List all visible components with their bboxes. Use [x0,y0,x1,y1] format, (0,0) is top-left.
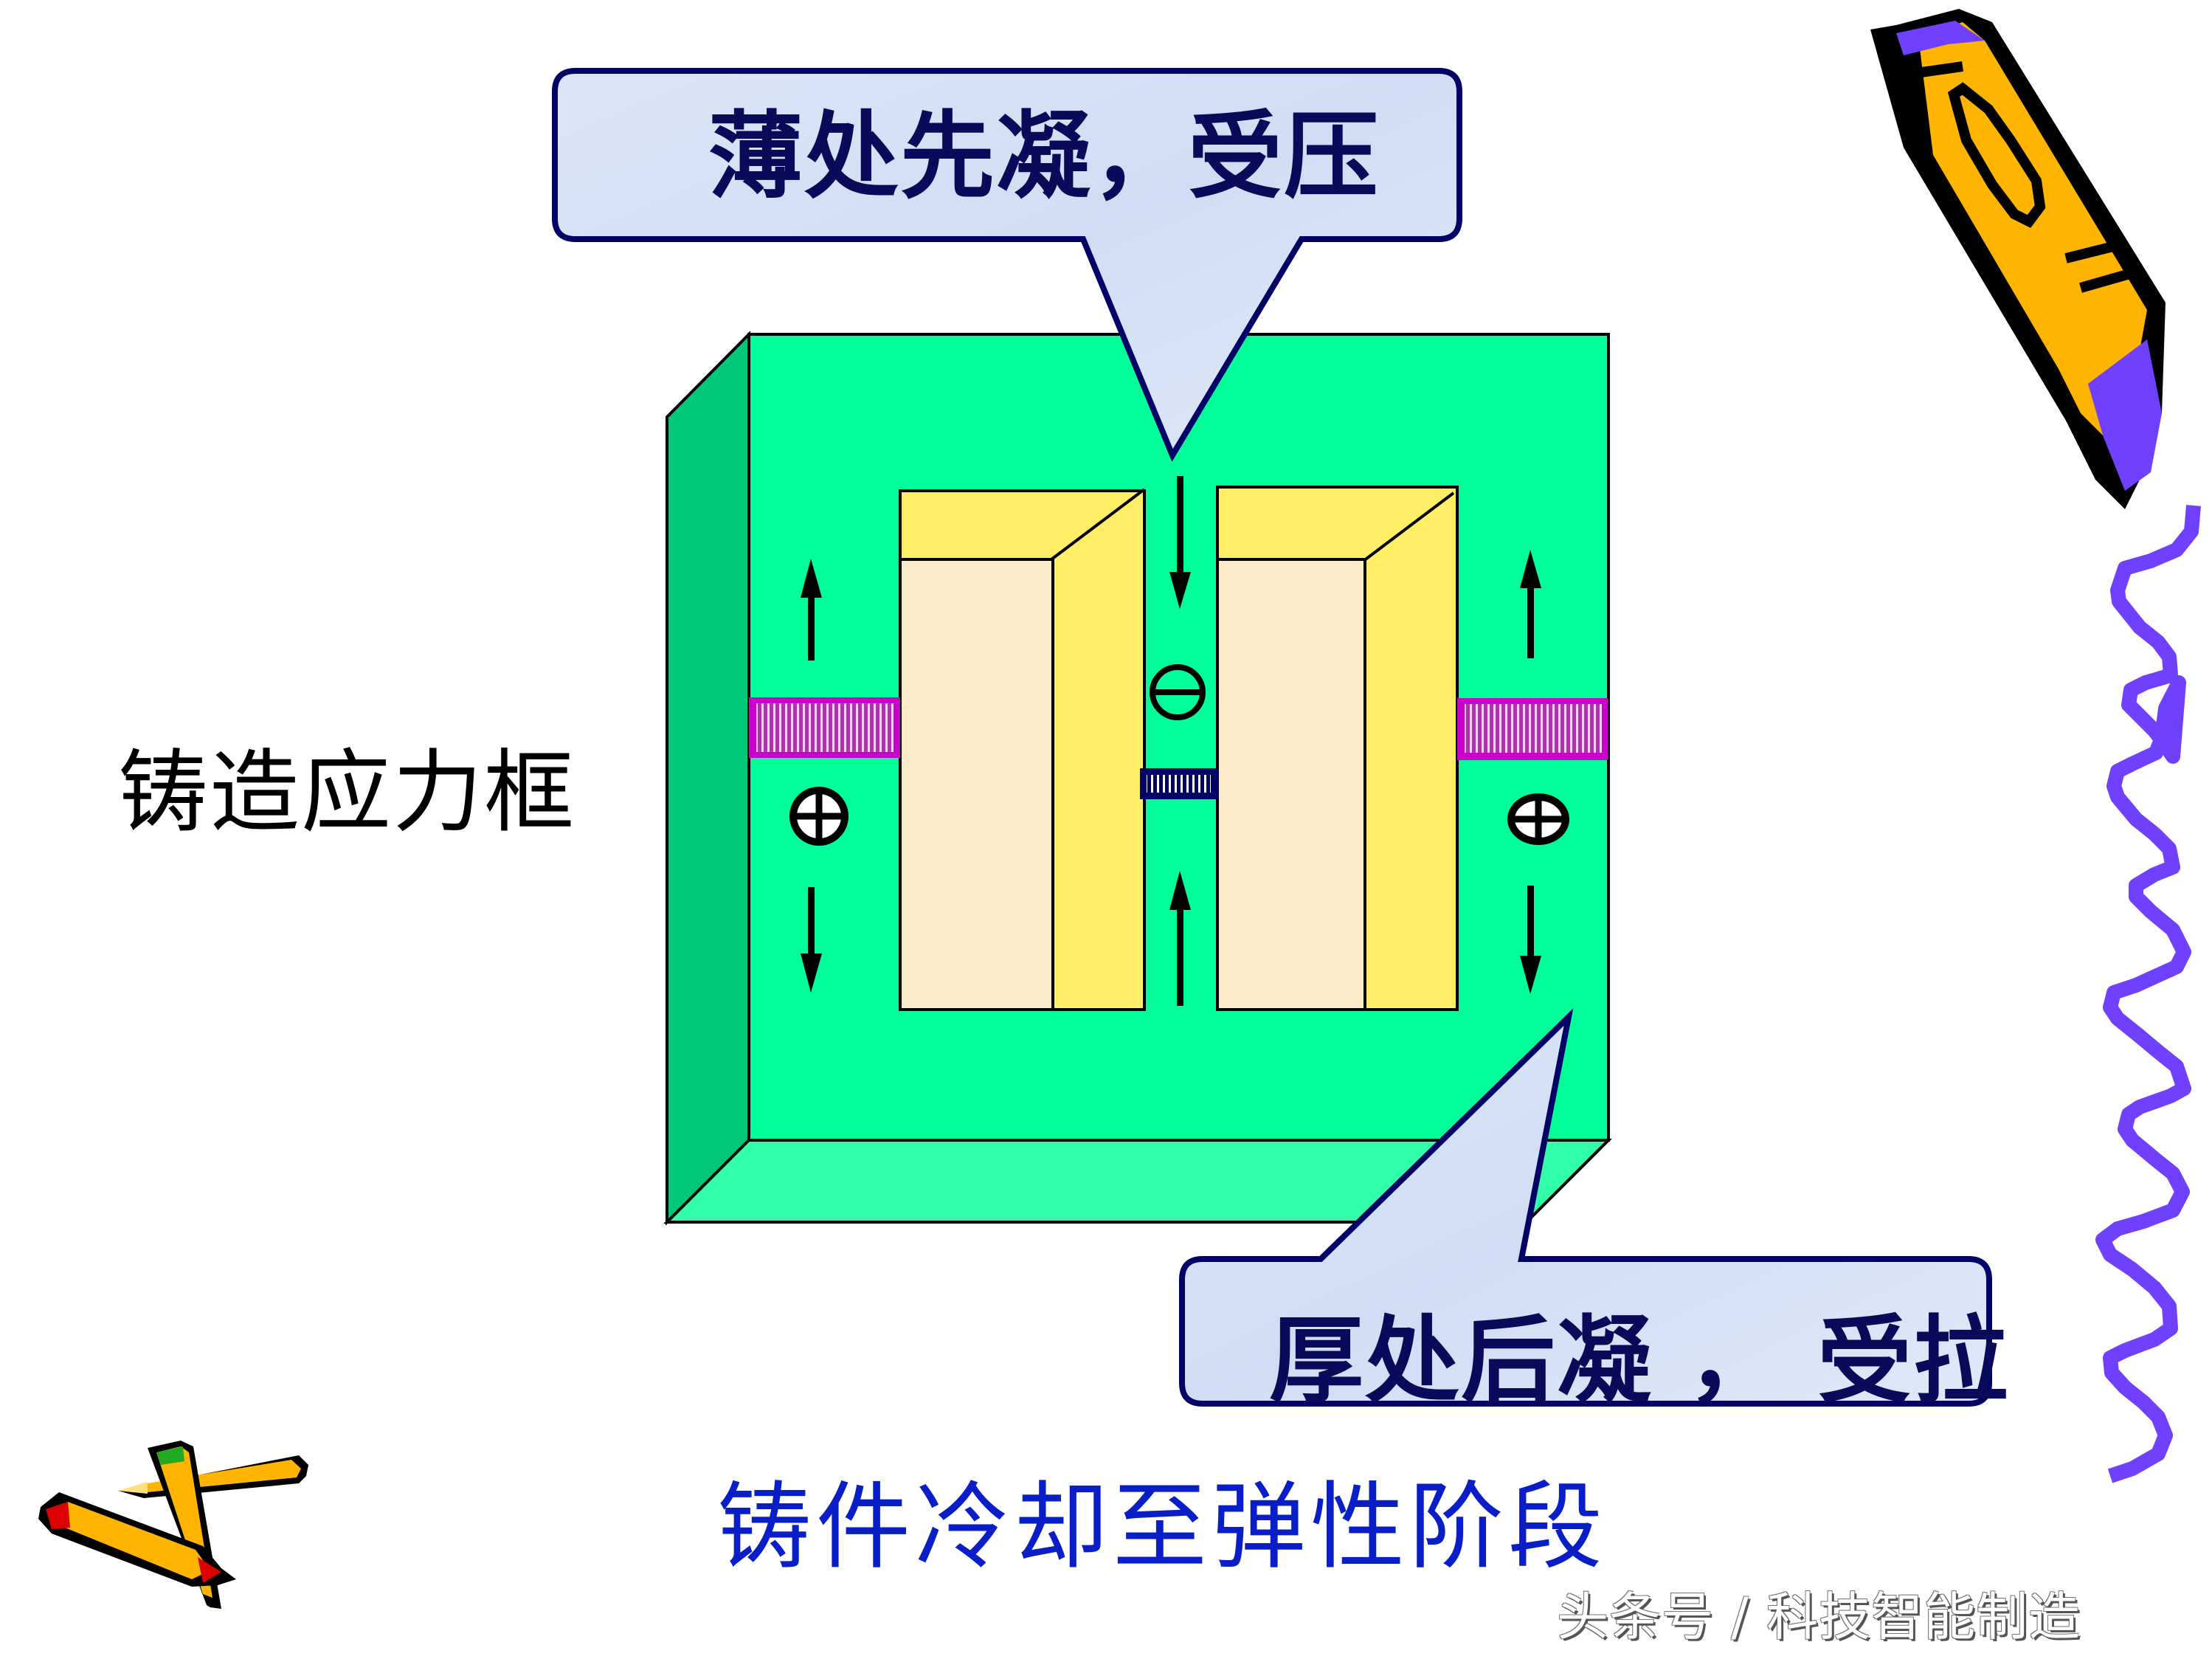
compression-minus-icon [1150,664,1206,720]
right-thick-bar [1457,698,1608,760]
tension-plus-icon-right [1507,793,1569,845]
arrow-down-icon [1169,476,1191,609]
arrow-up-icon [801,559,822,661]
tension-plus-icon-left [789,787,848,846]
arrow-down-icon [801,887,822,993]
diagram-caption: 铸件冷却至弹性阶段 [717,1472,1608,1582]
frame-side-face [666,331,750,1226]
left-core-block [899,488,1146,1011]
bottom-callout [1179,1008,1992,1407]
squiggle-line-icon [2095,505,2201,1483]
pencil-clipart-icon [1870,9,2166,509]
bottom-callout-text: 厚处后凝 ， 受拉 [1269,1306,2010,1416]
diagram-title: 铸造应力框 [118,740,576,845]
right-core-block [1216,486,1459,1011]
crossed-pencils-clipart-icon [38,1441,308,1609]
arrow-down-icon [1520,886,1541,994]
watermark: 头条号 / 科技智能制造 [1557,1587,2081,1647]
top-callout-text: 薄处先凝，受压 [708,101,1380,212]
arrow-up-icon [1169,871,1191,1006]
left-thick-bar [749,697,900,758]
arrow-up-icon [1520,550,1541,658]
center-thin-bar [1140,768,1219,799]
top-callout [552,68,1462,462]
